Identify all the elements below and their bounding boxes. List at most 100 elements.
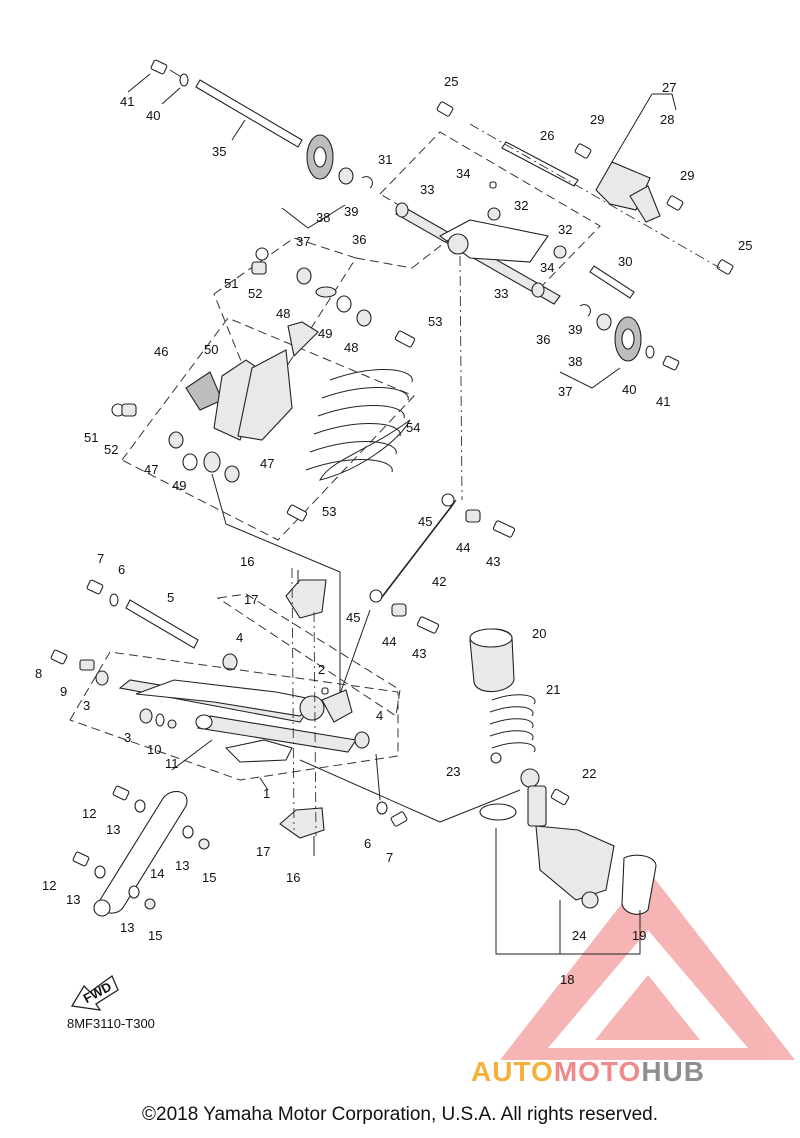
front-arm-assembly xyxy=(50,579,521,827)
callout-8: 8 xyxy=(35,666,42,681)
callout-9: 9 xyxy=(60,684,67,699)
callout-39a: 39 xyxy=(344,204,358,219)
watermark-triangle xyxy=(500,870,795,1060)
callout-1: 1 xyxy=(263,786,270,801)
callout-44b: 44 xyxy=(382,634,396,649)
callout-13b: 13 xyxy=(175,858,189,873)
callout-28: 28 xyxy=(660,112,674,127)
callout-27: 27 xyxy=(662,80,676,95)
front-shock-assembly xyxy=(469,628,657,955)
callout-53a: 53 xyxy=(428,314,442,329)
callout-34b: 34 xyxy=(540,260,554,275)
callout-33b: 33 xyxy=(494,286,508,301)
stopper-strap xyxy=(72,739,213,917)
front-axle-assembly xyxy=(559,265,680,389)
callout-48b: 48 xyxy=(344,340,358,355)
rear-shock-assembly xyxy=(111,237,416,694)
callout-52a: 52 xyxy=(248,286,262,301)
fwd-arrow-icon: FWD xyxy=(70,974,119,1011)
callout-16b: 16 xyxy=(286,870,300,885)
callout-51b: 51 xyxy=(84,430,98,445)
callout-25b: 25 xyxy=(738,238,752,253)
callout-6a: 6 xyxy=(118,562,125,577)
callout-40b: 40 xyxy=(622,382,636,397)
watermark-part-hub: HUB xyxy=(641,1056,705,1087)
callout-46: 46 xyxy=(154,344,168,359)
callout-30: 30 xyxy=(618,254,632,269)
callout-52b: 52 xyxy=(104,442,118,457)
callout-12a: 12 xyxy=(82,806,96,821)
callout-47a: 47 xyxy=(144,462,158,477)
callout-31: 31 xyxy=(378,152,392,167)
callout-47b: 47 xyxy=(260,456,274,471)
callout-23: 23 xyxy=(446,764,460,779)
callout-41b: 41 xyxy=(656,394,670,409)
callout-7a: 7 xyxy=(97,551,104,566)
callout-51a: 51 xyxy=(224,276,238,291)
callout-4b: 4 xyxy=(376,708,383,723)
callout-15b: 15 xyxy=(148,928,162,943)
callout-numbers: 1 2 3 3 4 4 5 6 6 7 7 8 9 10 11 12 12 13… xyxy=(35,74,752,987)
callout-14: 14 xyxy=(150,866,164,881)
callout-49a: 49 xyxy=(318,326,332,341)
callout-36a: 36 xyxy=(352,232,366,247)
callout-24: 24 xyxy=(572,928,586,943)
callout-12b: 12 xyxy=(42,878,56,893)
callout-25a: 25 xyxy=(444,74,458,89)
callout-21: 21 xyxy=(546,682,560,697)
watermark-part-moto: MOTO xyxy=(553,1056,642,1087)
callout-43a: 43 xyxy=(486,554,500,569)
callout-19: 19 xyxy=(632,928,646,943)
figure-code: 8MF3110-T300 xyxy=(67,1016,155,1031)
callout-38b: 38 xyxy=(568,354,582,369)
callout-15a: 15 xyxy=(202,870,216,885)
callout-41a: 41 xyxy=(120,94,134,109)
link-rod xyxy=(339,493,516,695)
callout-11: 11 xyxy=(165,756,179,771)
callout-53b: 53 xyxy=(322,504,336,519)
callout-13d: 13 xyxy=(120,920,134,935)
callout-45b: 45 xyxy=(346,610,360,625)
callout-37b: 37 xyxy=(558,384,572,399)
callout-13a: 13 xyxy=(106,822,120,837)
callout-33a: 33 xyxy=(420,182,434,197)
watermark-logo: AUTOMOTOHUB xyxy=(471,1056,705,1088)
callout-3a: 3 xyxy=(83,698,90,713)
stopper-bracket xyxy=(436,93,734,275)
callout-6b: 6 xyxy=(364,836,371,851)
callout-13c: 13 xyxy=(66,892,80,907)
watermark-part-auto: AUTO xyxy=(471,1056,554,1087)
rear-axle-assembly xyxy=(127,59,373,229)
callout-43b: 43 xyxy=(412,646,426,661)
callout-20: 20 xyxy=(532,626,546,641)
callout-40a: 40 xyxy=(146,108,160,123)
callout-26: 26 xyxy=(540,128,554,143)
callout-48a: 48 xyxy=(276,306,290,321)
callout-4a: 4 xyxy=(236,630,243,645)
callout-29b: 29 xyxy=(680,168,694,183)
pivot-spacer xyxy=(279,567,327,856)
callout-42: 42 xyxy=(432,574,446,589)
callout-45a: 45 xyxy=(418,514,432,529)
callout-32a: 32 xyxy=(514,198,528,213)
callout-34a: 34 xyxy=(456,166,470,181)
callout-38a: 38 xyxy=(316,210,330,225)
callout-18: 18 xyxy=(560,972,574,987)
callout-37a: 37 xyxy=(296,234,310,249)
callout-17a: 17 xyxy=(244,592,258,607)
callout-54: 54 xyxy=(406,420,420,435)
callout-7b: 7 xyxy=(386,850,393,865)
callout-3b: 3 xyxy=(124,730,131,745)
callout-49b: 49 xyxy=(172,478,186,493)
callout-17b: 17 xyxy=(256,844,270,859)
rear-arm xyxy=(355,131,601,501)
callout-16a: 16 xyxy=(240,554,254,569)
copyright-notice: ©2018 Yamaha Motor Corporation, U.S.A. A… xyxy=(142,1104,658,1125)
callout-10: 10 xyxy=(147,742,161,757)
callout-39b: 39 xyxy=(568,322,582,337)
callout-2: 2 xyxy=(318,662,325,677)
callout-35: 35 xyxy=(212,144,226,159)
callout-44a: 44 xyxy=(456,540,470,555)
callout-36b: 36 xyxy=(536,332,550,347)
